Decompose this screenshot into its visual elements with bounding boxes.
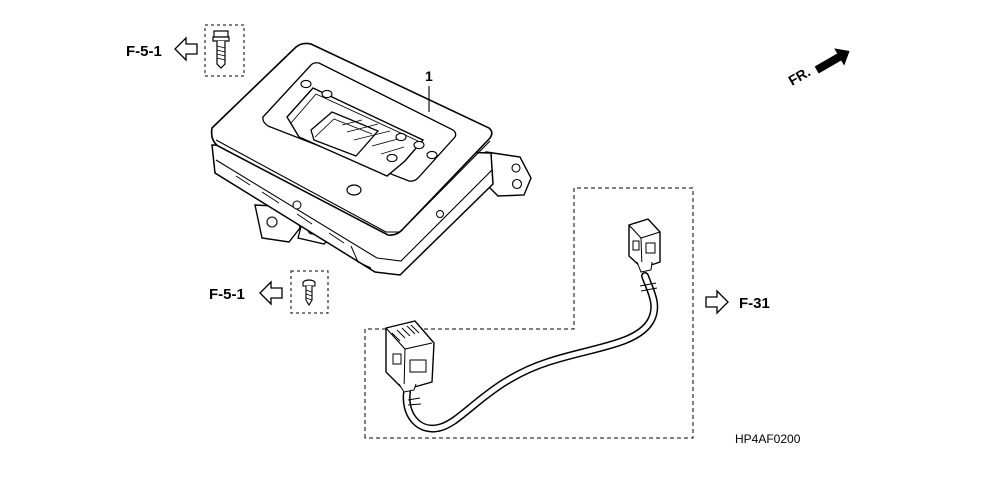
- diagram-code: HP4AF0200: [735, 432, 801, 446]
- front-direction-arrow-icon: [814, 48, 850, 74]
- ref-bottom-left-label: F-5-1: [209, 286, 245, 303]
- ref-right-label: F-31: [739, 295, 770, 312]
- arrow-right-outline-icon: [705, 289, 729, 315]
- front-direction-indicator: FR.: [786, 48, 850, 89]
- ref-top-left[interactable]: F-5-1: [126, 36, 198, 62]
- front-direction-label: FR.: [786, 63, 814, 88]
- meter-unit: [210, 42, 532, 276]
- arrow-left-outline-icon: [174, 36, 198, 62]
- part-callout-1: 1: [425, 68, 433, 112]
- part-number-label: 1: [425, 68, 433, 84]
- bolt-icon: [204, 24, 245, 77]
- ref-bottom-left[interactable]: F-5-1: [209, 280, 283, 306]
- arrow-left-outline-icon: [259, 280, 283, 306]
- tapping-screw-icon: [290, 270, 329, 314]
- ref-top-left-label: F-5-1: [126, 43, 162, 60]
- ref-right[interactable]: F-31: [705, 289, 770, 315]
- wire-harness: [364, 187, 694, 439]
